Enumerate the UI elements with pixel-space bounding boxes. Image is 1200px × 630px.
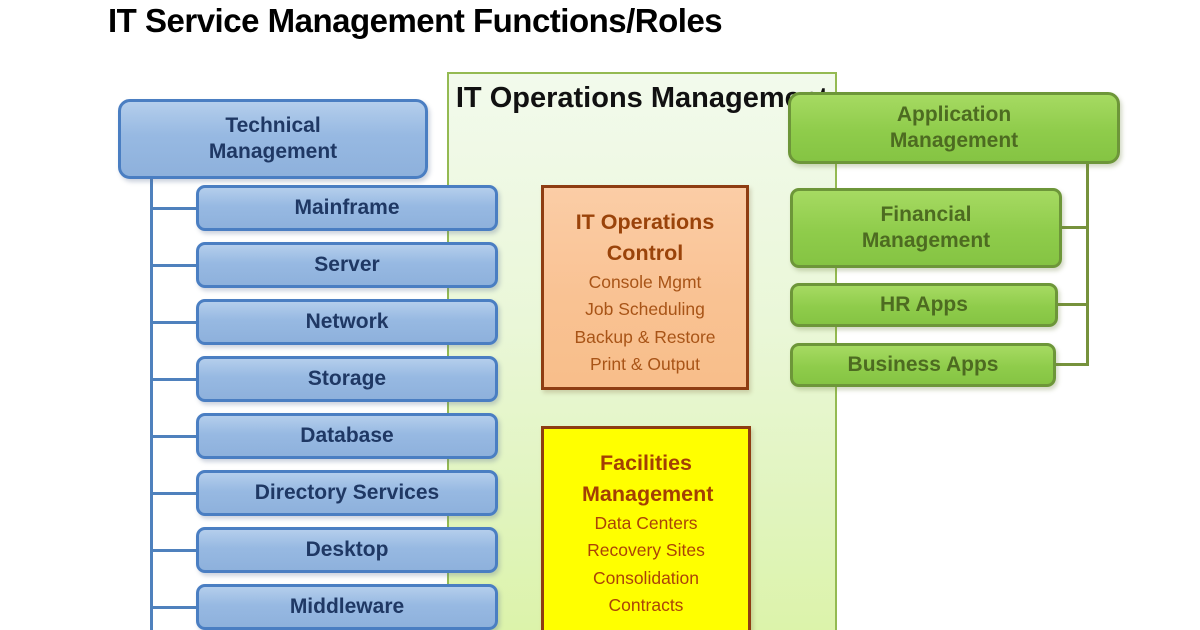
control-item-backup-restore: Backup & Restore [574,326,716,347]
node-business-apps: Business Apps [790,343,1056,387]
page-title: IT Service Management Functions/Roles [108,2,723,39]
technical-tree-stub [150,207,197,210]
control-item-print-output: Print & Output [590,354,700,375]
control-item-job-scheduling: Job Scheduling [585,299,705,320]
facilities-item-recovery-sites: Recovery Sites [587,540,705,561]
it-operations-title: IT Operations Management [455,82,829,114]
technical-tree-stub [150,606,197,609]
node-middleware: Middleware [196,584,498,630]
node-network: Network [196,299,498,345]
application-tree-vertical-line [1086,164,1089,366]
facilities-item-contracts: Contracts [608,595,684,616]
technical-tree-stub [150,378,197,381]
node-financial-management: Financial Management [790,188,1062,268]
it-operations-control-title: IT Operations Control [575,210,715,265]
node-mainframe: Mainframe [196,185,498,231]
facilities-management-title: Facilities Management [582,451,714,506]
application-tree-stub [1060,226,1089,229]
node-server: Server [196,242,498,288]
technical-tree-stub [150,492,197,495]
technical-tree-stub [150,549,197,552]
node-application-management: Application Management [788,92,1120,164]
technical-tree-stub [150,321,197,324]
node-storage: Storage [196,356,498,402]
technical-tree-stub [150,264,197,267]
node-it-operations-control: IT Operations Control Console Mgmt Job S… [541,185,749,390]
application-tree-stub [1054,363,1089,366]
application-tree-stub [1056,303,1089,306]
node-database: Database [196,413,498,459]
control-item-console-mgmt: Console Mgmt [588,272,702,292]
technical-tree-stub [150,435,197,438]
technical-tree-vertical-line [150,177,153,630]
facilities-item-data-centers: Data Centers [594,513,698,533]
node-directory-services: Directory Services [196,470,498,516]
node-hr-apps: HR Apps [790,283,1058,327]
node-facilities-management: Facilities Management Data Centers Recov… [541,426,751,630]
facilities-item-consolidation: Consolidation [592,567,700,588]
node-technical-management: Technical Management [118,99,428,179]
node-desktop: Desktop [196,527,498,573]
